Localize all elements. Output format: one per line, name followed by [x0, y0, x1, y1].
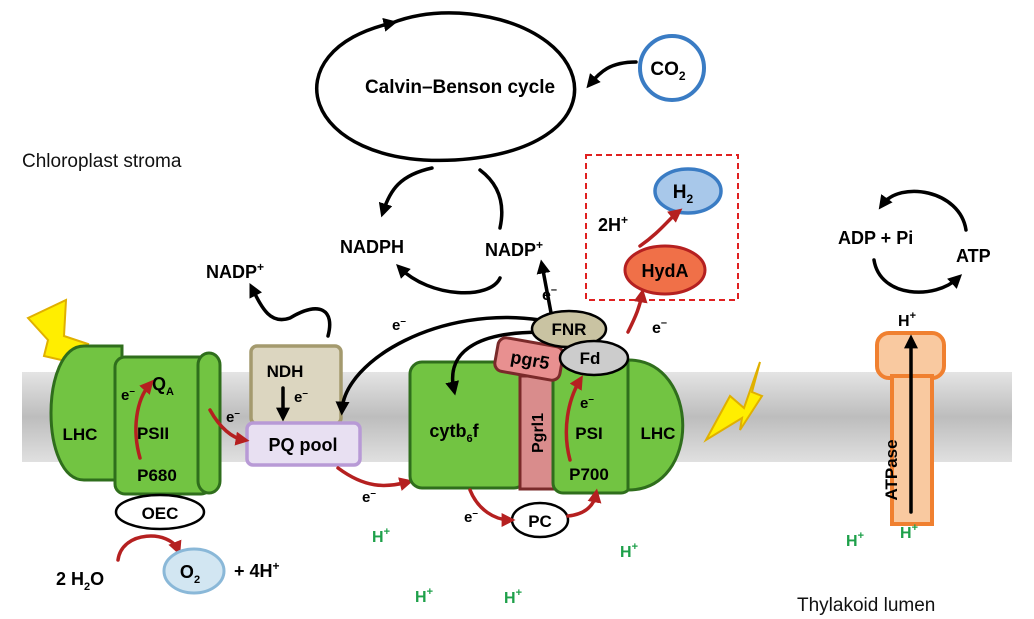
nadp-to-cycle-arrow: [478, 168, 504, 230]
proton-lumen-1: H+: [372, 526, 390, 546]
svg-text:FNR: FNR: [552, 320, 587, 339]
nadp-reduction-arc: [396, 264, 502, 295]
electron-label-psi: e–: [580, 394, 594, 412]
water-label: 2 H2O: [56, 569, 104, 593]
pc-to-psi-arrow: [566, 488, 602, 518]
svg-text:Pgrl1: Pgrl1: [530, 413, 547, 453]
cytb6f-complex: cytb6f: [408, 360, 528, 490]
svg-text:PC: PC: [528, 512, 552, 531]
svg-text:CO2: CO2: [650, 59, 686, 83]
pgr5-protein: pgr5: [493, 336, 565, 382]
lightning-bolt-icon-right: [703, 361, 764, 443]
atp-label: ATP: [956, 246, 991, 266]
electron-label-fnr: e–: [542, 284, 557, 304]
calvin-cycle-label: Calvin–Benson cycle: [365, 77, 555, 98]
co2-into-cycle-arrow: [586, 60, 638, 89]
svg-text:HydA: HydA: [641, 261, 688, 281]
two-protons-label: 2H+: [598, 213, 628, 235]
svg-text:LHC: LHC: [63, 425, 98, 444]
p700-label: P700: [569, 465, 609, 484]
electron-label-pq-cyt: e–: [362, 488, 376, 506]
proton-lumen-5: H+: [846, 530, 864, 550]
svg-text:H2: H2: [673, 182, 694, 206]
o2-molecule: O2: [162, 547, 226, 595]
pq-pool: PQ pool: [245, 421, 362, 467]
proton-lumen-2: H+: [620, 541, 638, 561]
svg-text:LHC: LHC: [641, 424, 676, 443]
nadph-label: NADPH: [340, 237, 404, 257]
electron-label-cyt-pc: e–: [464, 508, 478, 526]
p680-to-qa-arrow: [134, 379, 154, 460]
adp-to-atp-arc: [872, 258, 963, 294]
nadp-right-label: NADP+: [485, 238, 543, 260]
proton-lumen-3: H+: [415, 586, 433, 606]
proton-lumen-4: H+: [504, 587, 522, 607]
svg-text:ATPase: ATPase: [882, 439, 901, 500]
pgrl1-protein: Pgrl1: [518, 374, 556, 491]
p680-label: P680: [137, 466, 177, 485]
fd-to-hyda-arrow: [626, 288, 648, 334]
cyt-to-pc-arrow: [468, 488, 516, 527]
psii-label: PSII: [137, 424, 169, 443]
cycle-to-nadph-arrow: [378, 166, 434, 218]
atpase-proton-top: H+: [898, 310, 916, 330]
electron-label-cyclic: e–: [392, 316, 406, 334]
psi-complex: PSI P700 e–: [551, 358, 633, 495]
electron-label-hyda: e–: [652, 317, 667, 337]
qa-label: QA: [152, 374, 174, 398]
electron-label-ndh: e–: [294, 388, 308, 406]
nadp-left-label: NADP+: [206, 260, 264, 282]
co2-molecule: CO2: [638, 34, 706, 102]
atp-to-adp-arc: [878, 189, 968, 232]
svg-text:O2: O2: [180, 562, 200, 586]
fnr-enzyme: FNR: [530, 309, 608, 349]
protons-to-h2-arrow: [638, 208, 683, 248]
svg-text:cytb6f: cytb6f: [429, 421, 479, 445]
four-protons-label: + 4H+: [234, 559, 280, 581]
proton-lumen-6: H+: [900, 522, 918, 542]
psii-complex: PSII QA P680: [113, 351, 222, 496]
lumen-label: Thylakoid lumen: [797, 595, 935, 616]
hydrogenase-box: [585, 154, 739, 301]
water-splitting-arrow: [116, 534, 182, 562]
psi-label: PSI: [575, 424, 602, 443]
svg-text:NDH: NDH: [267, 362, 304, 381]
p700-to-fd-arrow: [564, 375, 583, 462]
oec-complex: OEC: [114, 493, 206, 531]
svg-text:PQ pool: PQ pool: [269, 435, 338, 455]
fd-protein: Fd: [558, 339, 630, 377]
fnr-to-nadp-arrow: [536, 259, 554, 320]
pc-protein: PC: [510, 501, 570, 539]
svg-text:OEC: OEC: [142, 504, 179, 523]
psii-to-pq-arrow: [208, 408, 250, 446]
ndh-to-nadp-arc: [249, 282, 332, 338]
ndh-complex: NDH e–: [249, 344, 343, 426]
lhc-right-complex: LHC: [626, 358, 685, 492]
h2-molecule: H2: [653, 167, 723, 215]
electron-label-psii-pq: e–: [226, 408, 240, 426]
calvin-benson-cycle: Calvin–Benson cycle: [315, 11, 577, 163]
hyda-enzyme: HydA: [623, 244, 707, 296]
adp-pi-label: ADP + Pi: [838, 228, 913, 248]
svg-text:Fd: Fd: [580, 349, 601, 368]
pq-to-cytb6f-arrow: [336, 466, 414, 491]
lhc-left-complex: LHC: [49, 344, 124, 482]
stroma-label: Chloroplast stroma: [22, 151, 182, 172]
electron-label-psii: e–: [121, 386, 135, 404]
fnr-to-pq-cyclic-arrow: [335, 315, 542, 416]
